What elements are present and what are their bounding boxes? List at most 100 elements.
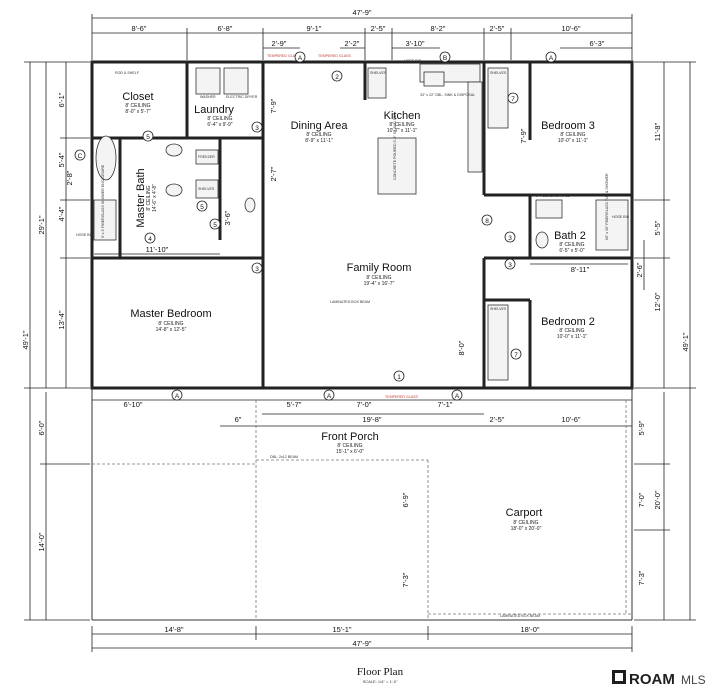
fixtures [93, 63, 629, 381]
tag-A-bottom-mid: A [323, 389, 335, 401]
room-dining-ceiling: 8' CEILING [306, 132, 331, 138]
svg-text:2: 2 [335, 74, 339, 81]
dim-top-sub-0: 2'-9" [272, 39, 287, 48]
bath2-toilet-icon [535, 231, 549, 249]
dim-porch-5: 19'-8" [362, 415, 381, 424]
dim-int-0: 7'-9" [269, 98, 278, 113]
svg-text:3: 3 [255, 266, 259, 273]
dim-left-outer-0: 29'-1" [37, 215, 46, 234]
tag-4-mbed: 4 [144, 232, 156, 244]
svg-text:A: A [455, 393, 460, 400]
dim-porch-1: 5'-7" [287, 400, 302, 409]
pantry-shelf [367, 67, 387, 99]
tag-A-bottom-right: A [451, 389, 463, 401]
note-shelves-pantry: SHELVES [370, 71, 387, 75]
dim-int-2: 3'-6" [223, 210, 232, 225]
room-laundry-size: 6'-4" x 9'-9" [207, 122, 232, 128]
room-kitchen-size: 10'-7" x 11'-1" [387, 128, 418, 134]
note-beam-carport: LAMINATED BOX BEAM [500, 614, 540, 618]
dim-porch-3: 7'-1" [438, 400, 453, 409]
dim-porch-0: 6'-10" [123, 400, 142, 409]
dim-right-outer-1: 5'-5" [653, 220, 662, 235]
tag-5-mbath-1: 5 [142, 130, 154, 142]
tag-A-top: A [294, 51, 306, 63]
svg-text:A: A [298, 55, 303, 62]
logo-word: ROAM [629, 671, 675, 688]
room-bed2-name: Bedroom 2 [541, 316, 595, 328]
porch-row-dimensions: 6'-10" 5'-7" 7'-0" 7'-1" 6" 19'-8" 2'-5"… [92, 399, 632, 427]
note-hose-bib-left: HOSE BIB [76, 233, 94, 237]
left-dimensions: 29'-1" 49'-1" 6'-0" 14'-0" 6'-1" 5'-4" 2… [21, 61, 90, 621]
room-mbath-name: Master Bath [135, 168, 147, 227]
note-rod-shelf-closet: ROD & SHELF [115, 71, 140, 75]
dim-right-inner-0: 2'-6" [635, 262, 644, 277]
porch-carport-outline: DBL. 2x12 BEAM LAMINATED BOX BEAM 6'-9" … [91, 388, 633, 621]
note-beam-porch: DBL. 2x12 BEAM [270, 455, 298, 459]
svg-text:8: 8 [485, 218, 489, 225]
svg-text:7: 7 [514, 352, 518, 359]
room-bath2-name: Bath 2 [554, 230, 586, 242]
room-family-ceiling: 8' CEILING [366, 275, 391, 281]
top-dimensions: 8'-6" 6'-8" 9'-1" 2'-5" 8'-2" 2'-5" 10'-… [91, 8, 633, 60]
notes: TEMPERED GLASS TEMPERED GLASS TEMPERED G… [76, 54, 630, 399]
dim-top-sub-2: 3'-10" [405, 39, 424, 48]
shower-icon [93, 199, 117, 241]
dim-right-outer-7: 7'-3" [637, 570, 646, 585]
dim-bottom-2: 18'-0" [520, 625, 539, 634]
dim-right-outer-6: 7'-0" [637, 492, 646, 507]
tag-A-bed3: A [545, 51, 557, 63]
room-dining-name: Dining Area [291, 120, 349, 132]
room-mbed-name: Master Bedroom [130, 308, 211, 320]
note-shelves-bed3: SHELVES [490, 71, 507, 75]
tag-5-mbath-3: 5 [209, 218, 221, 230]
dim-porch-6: 2'-5" [490, 415, 505, 424]
note-freezer: FREEZER [198, 155, 215, 159]
room-kitchen-name: Kitchen [384, 110, 421, 122]
note-washer: WASHER [200, 95, 216, 99]
dim-left-inner-1: 5'-4" [57, 152, 66, 167]
dim-top-4: 8'-2" [431, 24, 446, 33]
svg-text:5: 5 [146, 134, 150, 141]
tag-C-left: C [74, 149, 86, 161]
svg-text:C: C [78, 153, 83, 160]
kitchen-counter [467, 81, 483, 173]
room-mbed-ceiling: 8' CEILING [158, 321, 183, 327]
dim-left-outer-2: 6'-0" [37, 420, 46, 435]
closet-shelf [487, 67, 509, 129]
tub-icon [95, 135, 117, 181]
dim-carport-left-1: 7'-3" [401, 572, 410, 587]
room-porch-name: Front Porch [321, 431, 378, 443]
note-plumbing-wall: 6" PLUMBING WALL [536, 194, 570, 198]
note-tempered-1: TEMPERED GLASS [267, 54, 301, 58]
dim-overall-bottom: 47'-9" [352, 639, 371, 648]
room-laundry-ceiling: 8' CEILING [207, 116, 232, 122]
dim-porch-2: 7'-0" [357, 400, 372, 409]
dim-right-outer-4: 5'-9" [637, 420, 646, 435]
room-mbed-size: 14'-8" x 12'-5" [156, 327, 187, 333]
dim-int-5: 8'-11" [571, 265, 590, 274]
svg-text:7: 7 [511, 96, 515, 103]
tag-7-bed3: 7 [507, 92, 519, 104]
dim-int-6: 8'-0" [457, 340, 466, 355]
bath2-tub-icon [595, 199, 629, 251]
note-laminated-beam: LAMINATED BOX BEAM [330, 300, 370, 304]
svg-text:5: 5 [213, 222, 217, 229]
dim-left-inner-0: 6'-1" [57, 92, 66, 107]
dim-overall-top: 47'-9" [352, 8, 371, 17]
svg-text:5: 5 [200, 204, 204, 211]
tag-3-bath2: 3 [504, 231, 516, 243]
room-bath2-size: 6'-5" x 5'-0" [559, 248, 584, 254]
sink-icon [165, 143, 183, 157]
note-shelves-laundry: SHELVES [198, 187, 215, 191]
bath2-sink-icon [535, 199, 563, 219]
dim-top-5: 2'-5" [490, 24, 505, 33]
room-porch-size: 15'-1" x 6'-0" [336, 449, 364, 455]
tag-2-kitchen: 2 [331, 70, 343, 82]
room-closet-size: 8'-0" x 5'-7" [125, 109, 150, 115]
note-dryer: ELECTRIC DRYER [226, 95, 258, 99]
svg-text:1: 1 [397, 374, 401, 381]
dim-left-inner-4: 13'-4" [57, 310, 66, 329]
svg-text:4: 4 [148, 236, 152, 243]
right-dimensions: 11'-8" 5'-5" 12'-0" 49'-1" 5'-9" 20'-0" … [634, 61, 696, 621]
